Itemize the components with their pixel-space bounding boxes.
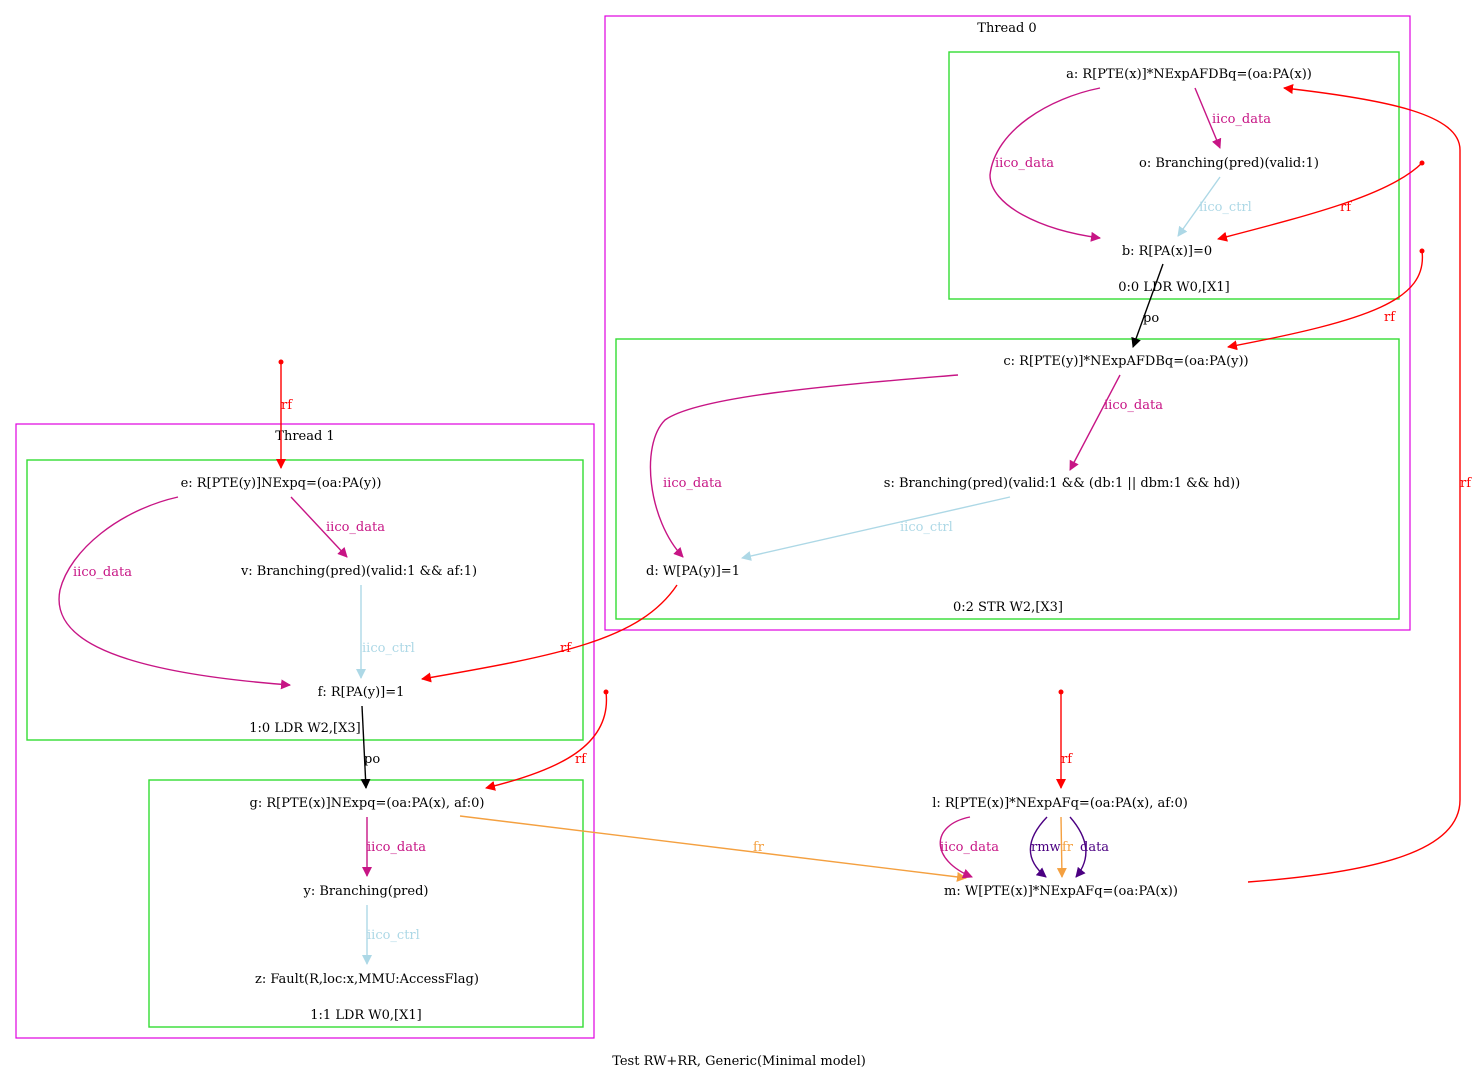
edge-label-c-d: iico_data [663, 476, 722, 491]
instr-0-0-label: 0:0 LDR W0,[X1] [1118, 280, 1229, 295]
edge-label-s-d: iico_ctrl [900, 520, 953, 535]
thread-0-label: Thread 0 [977, 21, 1036, 36]
edge-label-init-g: rf [575, 752, 587, 767]
graph-caption: Test RW+RR, Generic(Minimal model) [612, 1054, 866, 1069]
edge-label-m-a: rf [1460, 476, 1472, 491]
node-y: y: Branching(pred) [303, 884, 429, 899]
edge-label-e-f: iico_data [73, 565, 132, 580]
edge-label-init-c: rf [1384, 310, 1396, 325]
instr-1-0-label: 1:0 LDR W2,[X3] [249, 721, 360, 736]
node-o: o: Branching(pred)(valid:1) [1139, 156, 1319, 171]
edge-label-o-b: iico_ctrl [1199, 200, 1252, 215]
node-d: d: W[PA(y)]=1 [646, 564, 740, 579]
edge-d-f [421, 584, 678, 683]
edge-l-m-fr [1056, 816, 1067, 878]
edge-l-m-data [939, 816, 973, 879]
edge-e-v [290, 496, 348, 558]
edge-label-init-l: rf [1061, 752, 1073, 767]
edge-f-g [360, 705, 371, 789]
edge-label-g-m: fr [753, 840, 765, 855]
thread-1-cluster: Thread 1 [15, 423, 595, 1039]
edge-label-l-m-rmw: rmw [1031, 840, 1061, 855]
edge-label-d-f: rf [560, 641, 572, 656]
node-e: e: R[PTE(y)]NExpq=(oa:PA(y)) [181, 476, 382, 491]
node-f: f: R[PA(y)]=1 [318, 685, 405, 700]
edge-a-o [1194, 87, 1222, 149]
edge-a-b [989, 87, 1101, 242]
edge-l-m-dep [1069, 816, 1087, 878]
node-b: b: R[PA(x)]=0 [1122, 244, 1212, 259]
edge-label-v-f: iico_ctrl [362, 641, 415, 656]
edge-label-e-v: iico_data [326, 520, 385, 535]
node-z: z: Fault(R,loc:x,MMU:AccessFlag) [255, 972, 479, 987]
edges [58, 84, 1461, 965]
edge-init-g [485, 691, 608, 791]
edge-label-l-m-fr: fr [1062, 840, 1074, 855]
node-c: c: R[PTE(y)]*NExpAFDBq=(oa:PA(y)) [1003, 354, 1248, 369]
edge-labels: iico_data iico_data iico_ctrl rf po rf i… [73, 112, 1472, 943]
edge-label-c-s: iico_data [1104, 398, 1163, 413]
edge-label-a-b: iico_data [995, 156, 1054, 171]
node-a: a: R[PTE(x)]*NExpAFDBq=(oa:PA(x)) [1066, 67, 1312, 82]
edge-label-y-z: iico_ctrl [367, 928, 420, 943]
nodes: a: R[PTE(x)]*NExpAFDBq=(oa:PA(x)) o: Bra… [181, 67, 1319, 987]
instr-0-2-label: 0:2 STR W2,[X3] [953, 600, 1063, 615]
edge-e-f [58, 496, 291, 690]
edge-label-l-m-data: iico_data [940, 840, 999, 855]
node-s: s: Branching(pred)(valid:1 && (db:1 || d… [884, 476, 1240, 491]
node-g: g: R[PTE(x)]NExpq=(oa:PA(x), af:0) [250, 796, 485, 811]
edge-label-init-b: rf [1340, 200, 1352, 215]
edge-c-s [1069, 374, 1121, 471]
node-m: m: W[PTE(x)]*NExpAFq=(oa:PA(x)) [944, 884, 1178, 899]
edge-label-g-y: iico_data [367, 840, 426, 855]
node-v: v: Branching(pred)(valid:1 && af:1) [240, 564, 477, 579]
edge-init-c [1227, 250, 1424, 351]
thread-0-cluster: Thread 0 [604, 15, 1411, 631]
instr-1-1-label: 1:1 LDR W0,[X1] [310, 1008, 421, 1023]
instr-0-2-cluster: 0:2 STR W2,[X3] [615, 338, 1400, 620]
instr-1-0-cluster: 1:0 LDR W2,[X3] [26, 459, 584, 741]
thread-1-label: Thread 1 [275, 429, 334, 444]
instr-0-0-cluster: 0:0 LDR W0,[X1] [948, 51, 1400, 300]
edge-label-b-c: po [1143, 311, 1159, 326]
node-l: l: R[PTE(x)]*NExpAFq=(oa:PA(x), af:0) [932, 796, 1188, 811]
edge-b-c [1131, 263, 1164, 348]
edge-m-a [1247, 84, 1461, 883]
edge-o-b [1177, 176, 1221, 237]
edge-label-f-g: po [364, 752, 380, 767]
edge-label-init-e: rf [281, 398, 293, 413]
edge-init-b [1217, 162, 1423, 242]
edge-g-m [459, 815, 967, 882]
instr-1-1-cluster: 1:1 LDR W0,[X1] [148, 779, 584, 1028]
edge-l-m-rmw [1029, 816, 1048, 878]
edge-s-d [741, 496, 1011, 561]
edge-c-d [649, 374, 959, 558]
edge-label-a-o: iico_data [1212, 112, 1271, 127]
edge-label-l-m-dep: data [1080, 840, 1109, 855]
